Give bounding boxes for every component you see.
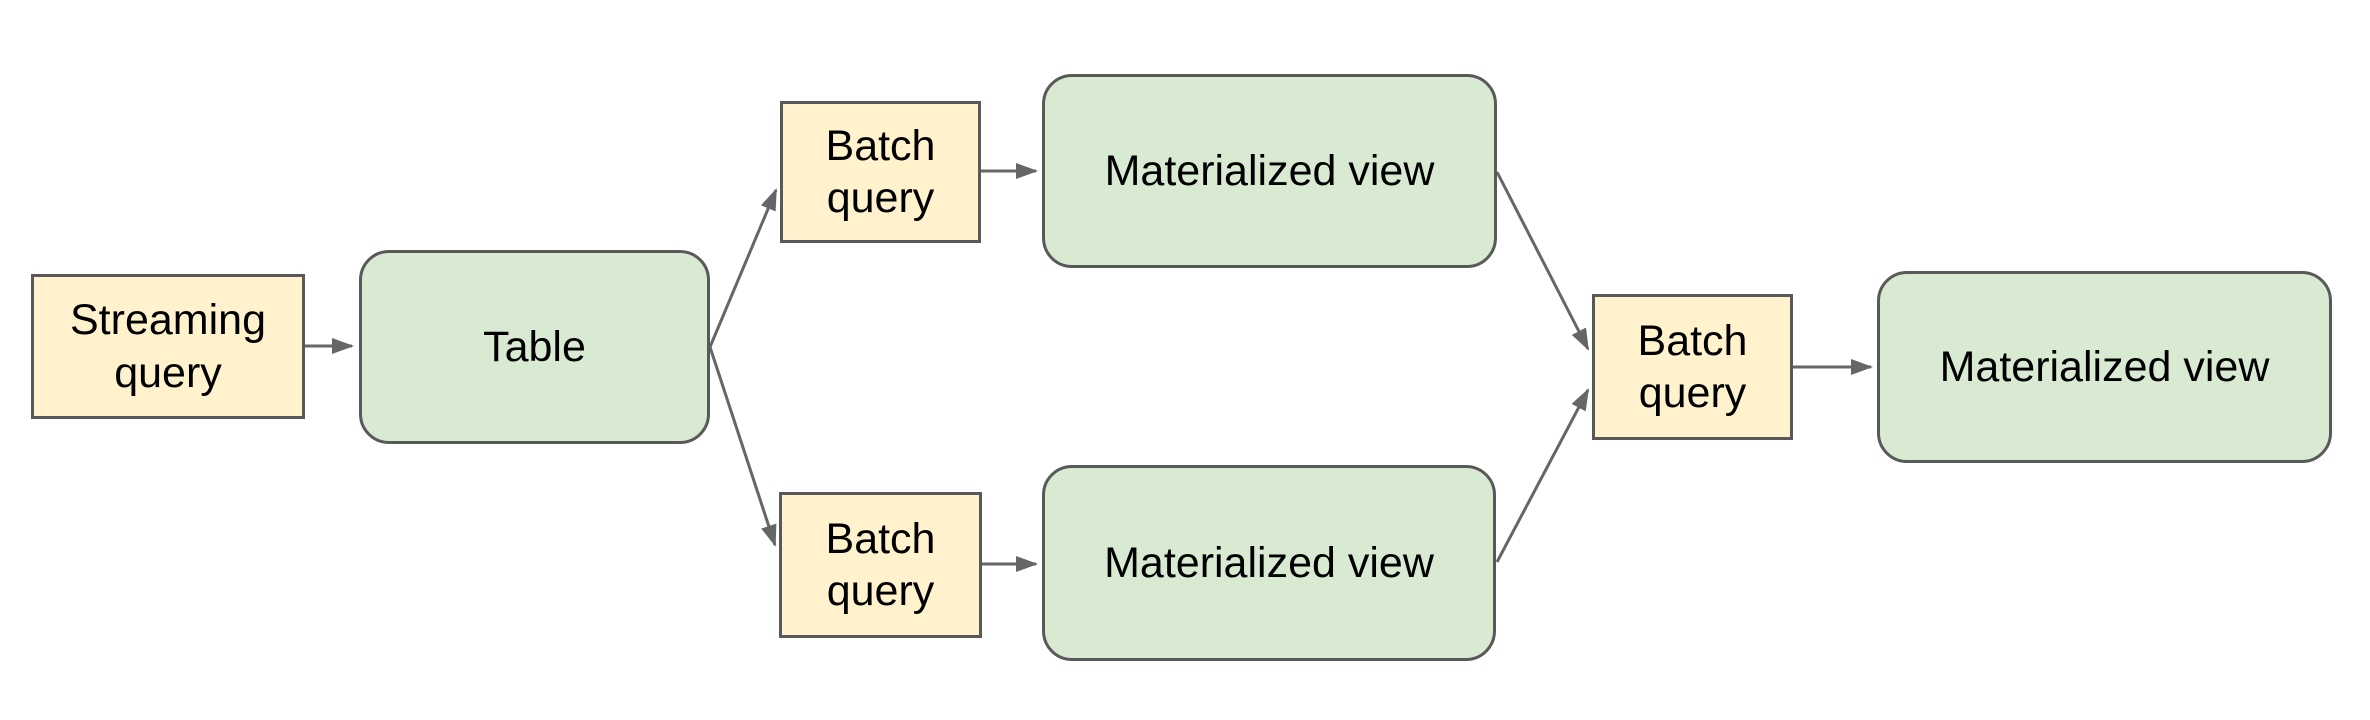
connector-table-to-batch-query-top: [708, 188, 778, 348]
node-streaming-query: Streaming query: [31, 274, 305, 419]
node-table-label: Table: [483, 322, 586, 371]
node-streaming-query-label: Streaming query: [70, 296, 266, 397]
node-table: Table: [359, 250, 710, 444]
node-batch-query-top-label: Batch query: [825, 121, 936, 222]
node-materialized-view-final-label: Materialized view: [1939, 342, 2270, 391]
connector-materialized-view-top-to-batch-query-right: [1495, 171, 1590, 351]
connector-materialized-view-bottom-to-batch-query-right: [1495, 388, 1590, 563]
node-batch-query-bottom-label: Batch query: [825, 514, 936, 615]
connector-table-to-batch-query-bottom: [708, 346, 777, 547]
node-materialized-view-top: Materialized view: [1042, 74, 1497, 268]
node-materialized-view-bottom-label: Materialized view: [1104, 538, 1434, 587]
node-batch-query-top: Batch query: [780, 101, 981, 243]
node-batch-query-right: Batch query: [1592, 294, 1793, 440]
node-batch-query-right-label: Batch query: [1637, 316, 1748, 417]
node-materialized-view-final: Materialized view: [1877, 271, 2332, 463]
node-materialized-view-bottom: Materialized view: [1042, 465, 1496, 661]
node-batch-query-bottom: Batch query: [779, 492, 982, 638]
node-materialized-view-top-label: Materialized view: [1104, 146, 1435, 195]
